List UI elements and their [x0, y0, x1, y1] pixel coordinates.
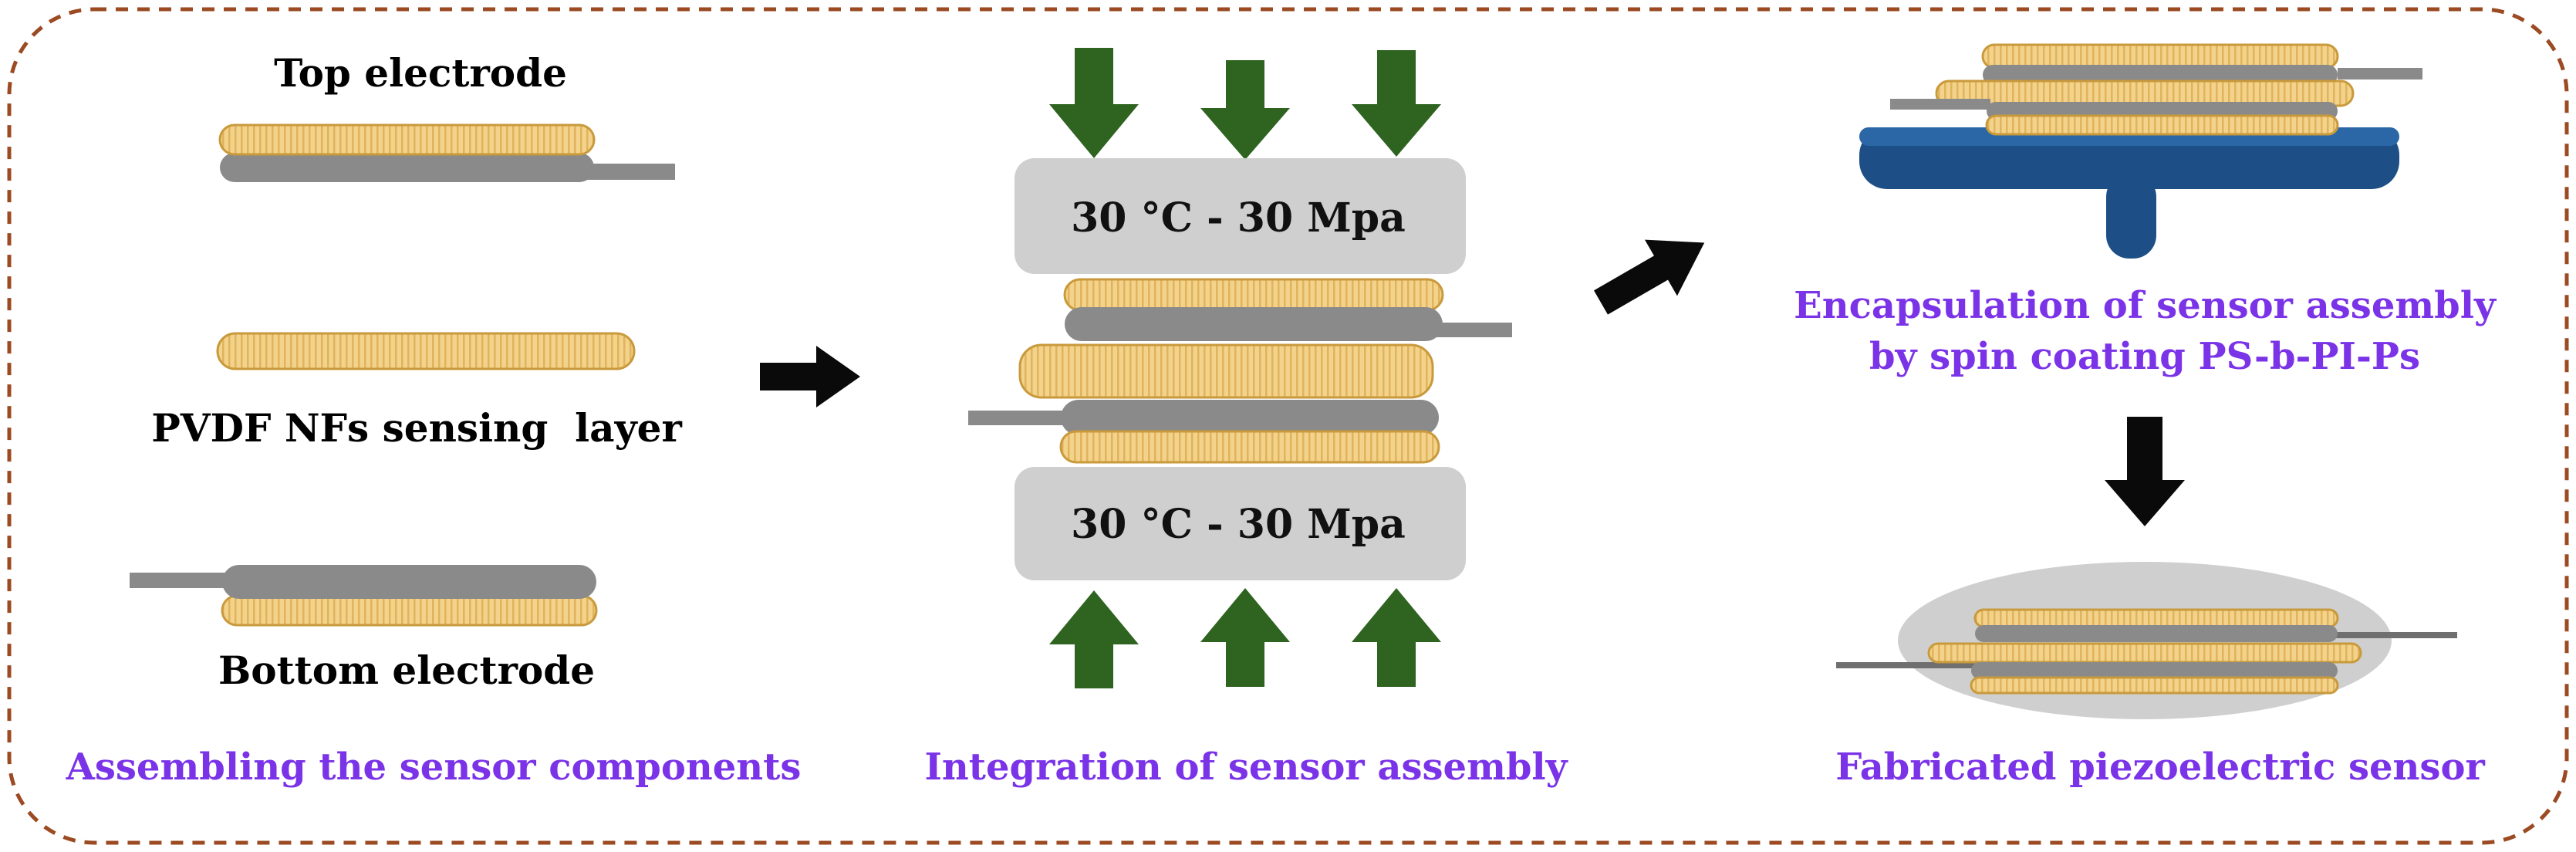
coater-upper-gold: [1981, 43, 2339, 69]
bottom-force-arrows: [1049, 588, 1441, 688]
force-arrow-up-1: [1049, 590, 1139, 688]
arrow-diagonal: [1594, 239, 1705, 315]
coater-lower-gold: [1985, 114, 2339, 136]
bottom-press-label: 30 °C - 30 Mpa: [1071, 501, 1406, 548]
integration-caption: Integration of sensor assembly: [924, 746, 1568, 789]
force-arrow-down-2: [1200, 60, 1290, 160]
force-arrow-up-3: [1352, 588, 1441, 687]
top-electrode-grey-layer: [220, 153, 594, 182]
fabricated-right-lead: [2334, 632, 2457, 638]
fabricated-bottom-grey: [1971, 662, 2338, 679]
bottom-electrode-gold-layer: [221, 594, 598, 627]
stack-bottom-lead: [968, 411, 1069, 425]
bottom-electrode-assembly: [130, 565, 598, 627]
stack-bottom-grey: [1061, 400, 1439, 435]
top-press-plate: [1015, 158, 1466, 274]
bottom-electrode-label: Bottom electrode: [218, 647, 595, 693]
bottom-press-plate: [1015, 467, 1466, 580]
coater-lower-lead: [1890, 99, 1990, 110]
fabricated-middle-gold: [1927, 642, 2362, 664]
force-arrow-up-2: [1200, 588, 1290, 687]
bottom-electrode-lead: [130, 573, 245, 588]
fabricated-top-grey: [1975, 625, 2338, 642]
assembling-caption: Assembling the sensor components: [66, 746, 802, 789]
sensor-stack: [968, 278, 1512, 464]
stack-bottom-gold: [1059, 430, 1440, 464]
pvdf-sensing-layer-disc: [216, 332, 636, 370]
stack-top-grey: [1065, 307, 1443, 341]
force-arrow-down-1: [1049, 48, 1139, 158]
dashed-border: [7, 7, 2569, 845]
arrow-down: [2105, 417, 2185, 526]
top-electrode-gold-layer: [218, 123, 596, 156]
top-press-label: 30 °C - 30 Mpa: [1071, 194, 1406, 242]
encapsulation-caption-line1: Encapsulation of sensor assembly: [1794, 284, 2497, 327]
fabricated-sensor: [1836, 562, 2457, 719]
fabricated-bottom-gold: [1970, 676, 2339, 695]
sensing-layer-label: PVDF NFs sensing layer: [151, 405, 682, 451]
coater-upper-lead: [2338, 68, 2422, 79]
encapsulation-caption-line2: by spin coating PS-b-PI-Ps: [1869, 335, 2420, 378]
top-electrode-assembly: [218, 123, 675, 182]
stack-top-lead: [1427, 323, 1512, 337]
force-arrow-down-3: [1352, 50, 1441, 157]
arrow-right-1: [760, 346, 860, 407]
top-electrode-label: Top electrode: [274, 50, 567, 96]
stack-middle-gold: [1018, 343, 1434, 399]
fabricated-top-gold: [1973, 608, 2339, 628]
spin-shaft: [2106, 174, 2156, 259]
spin-coater: [1859, 43, 2422, 259]
fabricated-caption: Fabricated piezoelectric sensor: [1835, 746, 2485, 789]
bottom-electrode-grey-layer: [222, 565, 596, 599]
stack-top-gold: [1063, 278, 1444, 312]
top-force-arrows: [1049, 48, 1441, 160]
fabricated-left-lead: [1836, 662, 2010, 668]
